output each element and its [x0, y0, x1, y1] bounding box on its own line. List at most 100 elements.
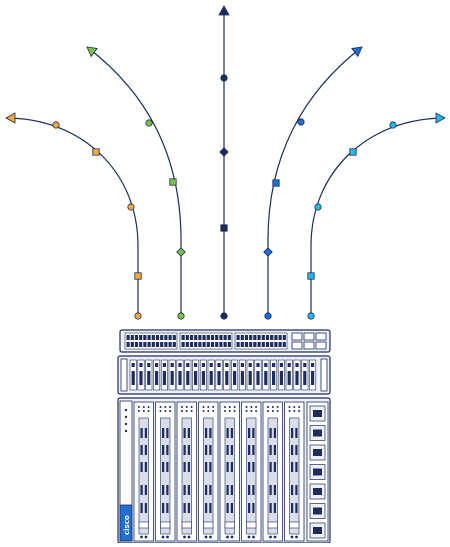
drive-handle: [287, 371, 291, 385]
switch-port: [134, 335, 139, 340]
switch-port: [240, 342, 244, 347]
vent-hole: [271, 406, 274, 408]
vent-hole: [228, 406, 231, 408]
switch-port: [257, 335, 261, 340]
flow-node-circle: [297, 118, 305, 126]
switch-port: [219, 342, 223, 347]
port-slot: [226, 445, 229, 455]
card-screw: [144, 535, 148, 539]
port-slot: [166, 503, 169, 513]
vent-hole: [293, 406, 296, 408]
flow-node-circle: [389, 121, 397, 129]
port-slot: [273, 503, 276, 513]
switch-port: [282, 335, 286, 340]
port-slot: [269, 428, 272, 438]
card-latch: [267, 521, 278, 529]
port-slot: [295, 462, 298, 472]
flow-line-blue: [267, 46, 363, 316]
drive-led: [272, 363, 276, 367]
card-screw: [252, 535, 255, 539]
switch-port: [151, 342, 155, 347]
switch-port: [143, 342, 147, 347]
card-slot: [289, 417, 300, 535]
card-screw: [290, 535, 294, 539]
flow-orange: [5, 112, 142, 320]
port-slot: [205, 503, 208, 513]
port-slot: [209, 462, 212, 472]
rail-screw: [124, 429, 128, 433]
flow-node-diamond: [219, 147, 229, 157]
vent-hole: [276, 406, 279, 408]
port-slot: [248, 428, 251, 438]
flow-node-circle: [307, 312, 315, 320]
switch-port: [223, 342, 227, 347]
drive-handle: [155, 371, 159, 385]
port-slot: [248, 485, 251, 495]
drive-handle: [139, 371, 143, 385]
drive-led: [186, 363, 190, 367]
port-slot: [187, 462, 190, 472]
brand-plate: [119, 504, 133, 542]
card-slot: [203, 417, 214, 535]
port-slot: [269, 485, 272, 495]
switch-port: [139, 335, 143, 340]
port-slot: [230, 462, 233, 472]
drive-led: [155, 363, 159, 367]
vent-hole: [159, 410, 162, 412]
vent-hole: [181, 410, 183, 412]
port-slot: [269, 462, 272, 472]
module-port: [313, 527, 322, 534]
port-slot: [162, 462, 165, 472]
arrow-head-icon: [351, 46, 363, 58]
vent-hole: [271, 410, 274, 412]
vent-hole: [233, 406, 236, 408]
uplink-port: [315, 341, 327, 350]
switch-port: [185, 342, 189, 347]
drive-handle: [311, 371, 315, 385]
port-slot: [183, 428, 186, 438]
switch-port: [164, 335, 168, 340]
card-screw: [209, 535, 212, 539]
port-slot: [162, 485, 165, 495]
switch-port: [168, 342, 172, 347]
port-slot: [295, 428, 298, 438]
drive-led: [162, 363, 166, 367]
vent-hole: [267, 406, 269, 408]
vent-hole: [181, 406, 183, 408]
port-slot: [183, 503, 186, 513]
card-latch: [160, 521, 171, 529]
drive-led: [295, 363, 299, 367]
card-screw: [273, 535, 277, 539]
line-card: [219, 401, 240, 542]
port-slot: [205, 445, 208, 455]
switch-port: [261, 342, 265, 347]
switch-port: [270, 335, 274, 340]
port-slot: [183, 485, 186, 495]
port-slot: [226, 428, 229, 438]
port-slot: [230, 445, 233, 455]
arrow-head-icon: [435, 112, 446, 124]
flow-node-circle: [314, 203, 322, 211]
card-latch: [181, 521, 192, 529]
module-port: [313, 488, 322, 495]
switch-port: [249, 342, 253, 347]
drive-handle: [272, 371, 276, 385]
port-slot: [144, 503, 147, 513]
drive-led: [131, 363, 135, 367]
vent-hole: [147, 410, 150, 412]
port-slot: [140, 428, 143, 438]
vent-hole: [202, 410, 205, 412]
switch-port: [274, 342, 278, 347]
flow-line-cyan: [310, 117, 446, 316]
drive-handle: [170, 371, 174, 385]
port-slot: [252, 503, 255, 513]
port-slot: [166, 428, 169, 438]
switch-port: [278, 342, 282, 347]
flow-node-square: [134, 272, 142, 280]
uplink-port: [303, 332, 315, 341]
switch-port: [139, 342, 143, 347]
line-card: [262, 401, 283, 542]
switch-port: [282, 342, 286, 347]
drive-handle: [295, 371, 299, 385]
vent-hole: [138, 410, 140, 412]
